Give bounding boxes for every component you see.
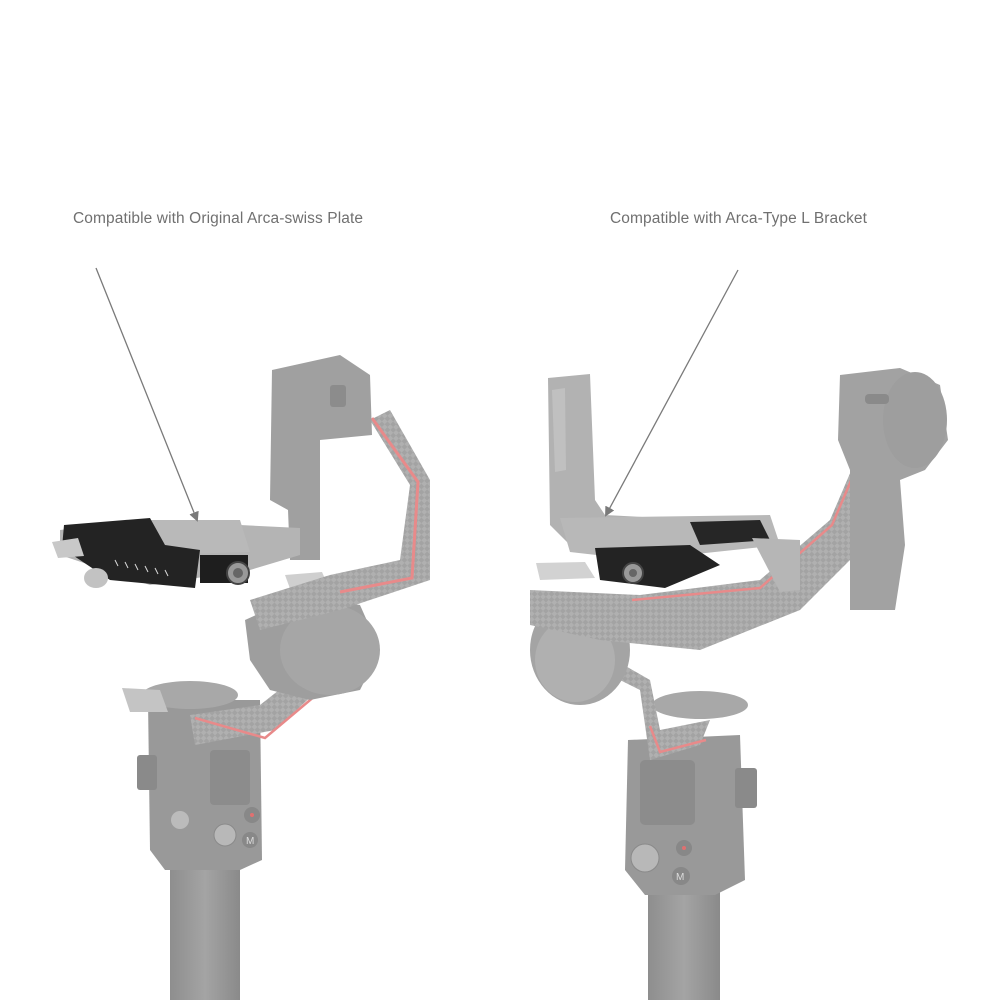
right-gimbal: M (530, 368, 948, 1000)
left-gimbal: M (52, 355, 430, 1000)
upper-arm (250, 410, 430, 630)
upper-arm (530, 450, 880, 650)
m-button (242, 832, 258, 848)
port-panel (137, 755, 157, 790)
roll-motor-cap (280, 605, 380, 695)
joystick (630, 843, 660, 873)
l-bracket (548, 374, 700, 545)
lock-lever (122, 688, 168, 712)
crossarm (752, 538, 800, 592)
quick-release-lever (52, 538, 84, 558)
tilt-lock (865, 394, 889, 404)
tilt-motor-cap (883, 372, 947, 468)
port-panel (735, 768, 757, 808)
clamp-rail (690, 520, 770, 545)
clamp-knob-center (629, 569, 637, 577)
clamp-knob-center (233, 568, 243, 578)
callout-label-left: Compatible with Original Arca-swiss Plat… (73, 210, 364, 227)
lower-arm (560, 640, 710, 760)
l-bracket-side (552, 388, 566, 472)
rod-mount (84, 568, 108, 588)
record-dot-icon (682, 846, 686, 850)
callout-arrow-left (95, 267, 199, 522)
handle-grip (648, 880, 720, 1000)
screen (210, 750, 250, 805)
roll-motor-cap (535, 618, 615, 702)
svg-text:M: M (246, 836, 254, 847)
accent-stripe (339, 417, 420, 594)
tilt-lock (330, 385, 346, 407)
roll-motor-top (652, 691, 748, 719)
roll-motor-top (142, 681, 238, 709)
accent-stripe (648, 725, 707, 754)
screen (640, 760, 695, 825)
accent-stripe (194, 689, 323, 740)
joystick (213, 823, 237, 847)
scale-markings (114, 559, 169, 577)
record-dot-icon (250, 813, 254, 817)
tilt-motor (270, 355, 372, 560)
callout-arrow-right (605, 269, 739, 517)
roll-lock-lever (536, 562, 595, 580)
m-button (672, 867, 690, 885)
svg-text:M: M (676, 872, 684, 883)
trigger-knob (171, 811, 189, 829)
callout-label-right: Compatible with Arca-Type L Bracket (610, 210, 868, 227)
